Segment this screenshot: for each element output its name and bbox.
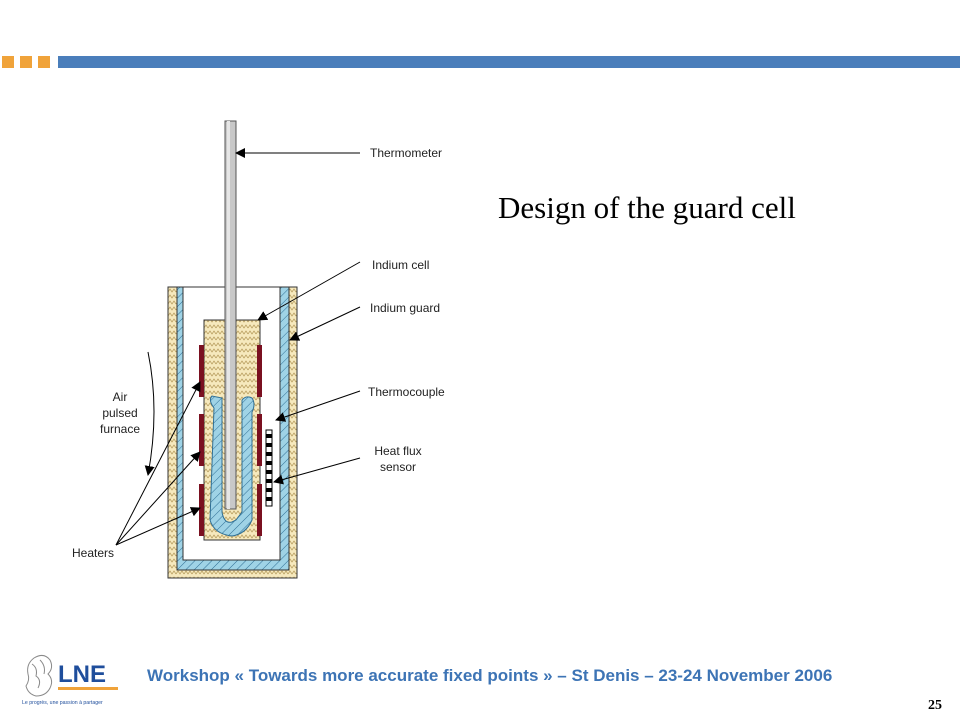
heaters — [199, 345, 262, 536]
heater-left-mid — [199, 414, 204, 466]
label-indium-cell: Indium cell — [372, 258, 430, 272]
logo-tagline: Le progrès, une passion à partager — [22, 700, 103, 706]
arrow-air-furnace — [144, 351, 155, 476]
heat-flux-sensor — [265, 429, 273, 507]
label-air-line2: pulsed — [102, 406, 138, 420]
arrow-heat-flux — [273, 457, 361, 485]
footer-workshop-text: Workshop « Towards more accurate fixed p… — [147, 666, 833, 685]
arrow-heater-3 — [115, 507, 201, 546]
label-air-line1: Air — [112, 390, 128, 404]
label-thermometer: Thermometer — [370, 146, 443, 160]
arrow-indium-guard — [289, 306, 361, 341]
thermometer — [224, 120, 237, 510]
label-air-pulsed-furnace: Air pulsed furnace — [92, 389, 148, 437]
slide-title: Design of the guard cell — [498, 190, 796, 225]
accent-square — [2, 56, 14, 68]
label-indium-guard: Indium guard — [370, 301, 441, 315]
arrow-indium-cell — [257, 261, 361, 321]
lne-logo: LNE Le progrès, une passion à partager — [22, 654, 118, 706]
accent-square — [38, 56, 50, 68]
heater-left-top — [199, 345, 204, 397]
label-heaters: Heaters — [72, 546, 115, 560]
label-heat-flux-sensor: Heat flux sensor — [366, 443, 430, 475]
indium-cell — [209, 395, 255, 537]
accent-line — [58, 56, 960, 68]
annotation-arrows — [115, 148, 361, 546]
heater-right-mid — [257, 414, 262, 466]
arrow-heater-1 — [115, 381, 201, 546]
heater-right-top — [257, 345, 262, 397]
logo-wordmark: LNE — [58, 661, 106, 688]
heater-left-bottom — [199, 484, 204, 536]
arrow-thermocouple — [275, 390, 361, 422]
label-heat-flux-line1: Heat flux — [374, 444, 422, 458]
page-number: 25 — [928, 698, 942, 713]
top-accent-bar — [0, 56, 960, 68]
marianne-figure-icon — [25, 654, 53, 697]
label-air-line3: furnace — [99, 422, 141, 436]
label-thermocouple: Thermocouple — [368, 385, 445, 399]
logo-underline — [58, 687, 118, 690]
accent-square — [20, 56, 32, 68]
arrow-heater-2 — [115, 451, 201, 546]
heater-right-bottom — [257, 484, 262, 536]
label-heat-flux-line2: sensor — [379, 460, 417, 474]
